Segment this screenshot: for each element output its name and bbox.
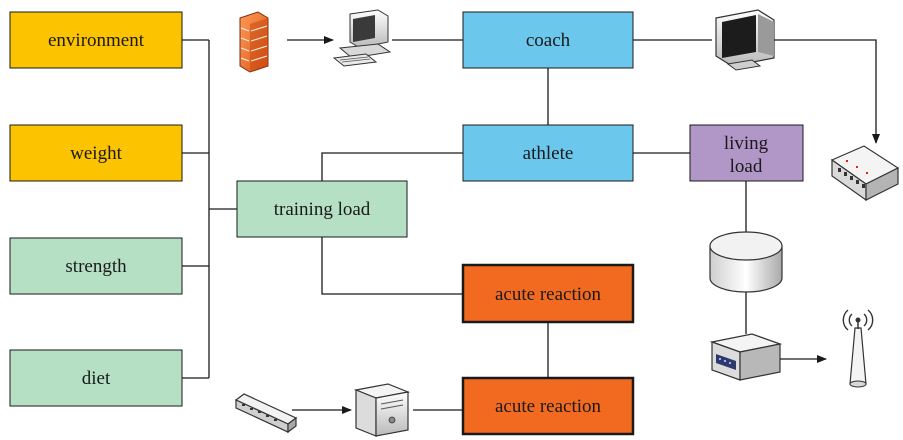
arrow-monitor-switch	[774, 39, 880, 144]
connector-training-load-athlete	[321, 152, 463, 181]
network-switch-icon	[830, 145, 900, 202]
connectors	[182, 36, 880, 414]
monitor-icon	[715, 9, 775, 71]
firewall-icon	[239, 11, 269, 73]
node-training-load[interactable]: training load	[236, 180, 408, 238]
database-icon	[709, 231, 783, 293]
node-living-load[interactable]: living load	[689, 124, 804, 182]
node-coach-label: coach	[526, 30, 571, 51]
hub-icon	[234, 393, 298, 434]
node-acute-reaction-bottom[interactable]: acute reaction	[461, 376, 635, 436]
workstation-icon	[332, 9, 392, 67]
node-acute-reaction-top[interactable]: acute reaction	[461, 263, 635, 324]
connector-training-load-acute	[321, 237, 463, 295]
node-acute-reaction-bottom-label: acute reaction	[495, 396, 602, 417]
node-athlete[interactable]: athlete	[462, 124, 634, 182]
node-diet-label: diet	[82, 368, 111, 389]
node-living-load-label-line1: living	[724, 133, 769, 154]
wireless-antenna-icon	[842, 309, 874, 388]
modem-icon	[709, 333, 783, 381]
server-tower-icon	[353, 383, 411, 437]
node-strength[interactable]: strength	[9, 237, 183, 295]
node-diet[interactable]: diet	[9, 349, 183, 407]
node-environment-label: environment	[48, 30, 145, 51]
node-acute-reaction-top-label: acute reaction	[495, 284, 602, 305]
node-strength-label: strength	[65, 256, 127, 277]
node-training-load-label: training load	[274, 199, 371, 220]
node-weight-label: weight	[70, 143, 122, 164]
node-living-load-label-line2: load	[730, 156, 763, 177]
node-athlete-label: athlete	[523, 143, 574, 164]
node-weight[interactable]: weight	[9, 124, 183, 182]
node-environment[interactable]: environment	[9, 11, 183, 69]
node-coach[interactable]: coach	[462, 11, 634, 69]
